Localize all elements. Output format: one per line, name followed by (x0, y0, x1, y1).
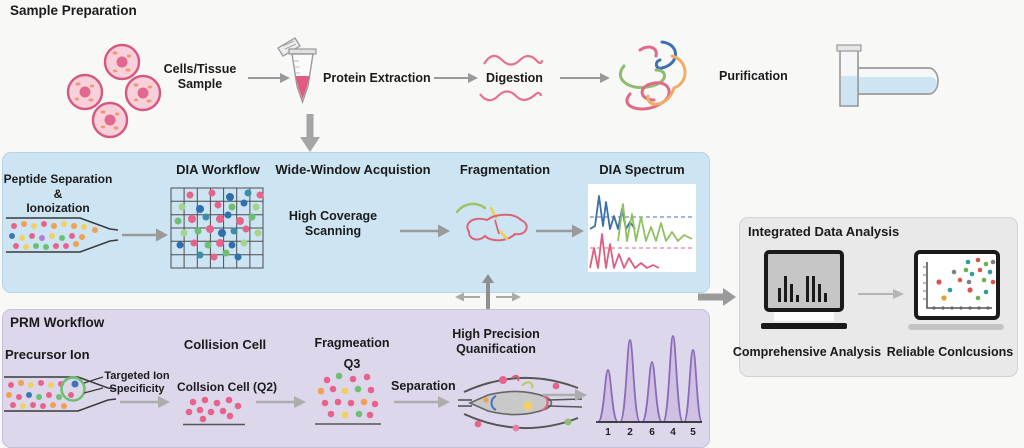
sample-tube-icon (277, 37, 317, 105)
peptide-tangle-icon (619, 40, 687, 111)
ionization-funnel-icon (6, 217, 119, 253)
peak-label: 1 (605, 427, 611, 438)
peptide-squiggle-icon (483, 54, 544, 66)
peak-label: 6 (649, 427, 655, 438)
arrow-icon (858, 289, 904, 299)
section-title-sample-preparation: Sample Preparation (10, 3, 137, 18)
cells-tissue-label: Cells/Tissue Sample (163, 62, 237, 92)
peak-label: 4 (670, 427, 676, 438)
arrow-icon (400, 224, 450, 238)
collision-cell-q2-label: Collsion Cell (Q2) (176, 380, 277, 394)
peptide-separation-label: Peptide Separation & Ionoization (3, 172, 113, 216)
arrow-icon (536, 224, 584, 238)
wide-window-title: Wide-Window Acquistion (275, 162, 431, 177)
arrow-icon (394, 396, 450, 408)
targeted-ion-label: Targeted Ion Specificity (104, 370, 170, 396)
arrow-icon (434, 73, 478, 83)
comprehensive-analysis-label: Comprehensive Analysis (732, 345, 882, 359)
down-arrow-icon (300, 114, 320, 152)
analysis-title: Integrated Data Analysis (748, 224, 900, 239)
collision-cell-title: Collision Cell (183, 337, 267, 352)
high-precision-label: High Precision Quanification (452, 327, 540, 357)
high-coverage-label: High Coverage Scanning (288, 209, 378, 239)
reliable-conclusions-label: Reliable Conlcusions (886, 345, 1014, 359)
q3-label: Q3 (343, 357, 361, 371)
precursor-ion-label: Precursor Ion (5, 347, 90, 362)
arrow-icon (120, 396, 170, 408)
purification-column-icon (836, 44, 939, 107)
arrow-icon (560, 73, 610, 83)
arrow-icon (256, 396, 306, 408)
purification-label: Purification (719, 69, 788, 83)
prm-peaks-chart: 1 2 6 4 5 (596, 335, 703, 438)
protein-extraction-label: Protein Extraction (323, 71, 431, 85)
prm-workflow-title: PRM Workflow (10, 315, 105, 330)
fragmeation-title: Fragmeation (314, 336, 390, 350)
scatter-plot-laptop-icon (908, 250, 1004, 330)
digestion-label: Digestion (486, 71, 543, 85)
fragmentation-title: Fragmentation (459, 162, 551, 177)
arrow-icon (122, 228, 168, 242)
peak-label: 5 (690, 427, 696, 438)
q2-ions-icon (183, 396, 245, 426)
dia-spectrum-title: DIA Spectrum (599, 162, 685, 177)
q3-ions-icon (315, 372, 381, 425)
dia-spectrum-chart (588, 184, 696, 272)
dia-workflow-title: DIA Workflow (176, 162, 260, 177)
cells-icon (66, 43, 162, 139)
peak-label: 2 (627, 427, 633, 438)
peptide-squiggle-icon (479, 90, 543, 102)
bar-chart-monitor-icon (761, 250, 847, 329)
precursor-funnel-icon (4, 376, 117, 412)
fragment-icon (455, 202, 528, 242)
right-arrow-icon (698, 288, 736, 306)
arrow-icon (543, 389, 587, 401)
arrow-icon (248, 73, 290, 83)
dia-grid-icon (170, 187, 264, 269)
separation-label: Separation (391, 379, 456, 393)
